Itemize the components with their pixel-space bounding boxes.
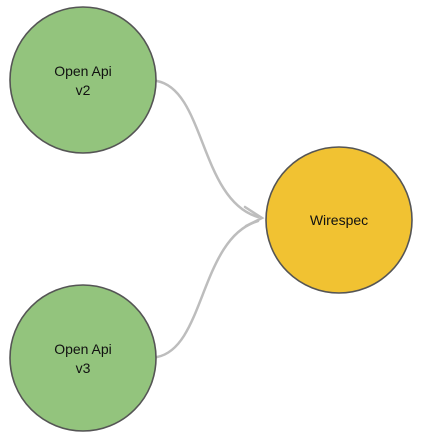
node-openapi-v2-circle — [9, 6, 157, 154]
edge-openapi-v3-to-wirespec — [155, 219, 260, 359]
node-wirespec-circle — [265, 146, 413, 294]
node-openapi-v3-label-line2: v3 — [76, 360, 91, 376]
node-openapi-v3[interactable]: Open Api v3 — [9, 284, 157, 432]
node-openapi-v2[interactable]: Open Api v2 — [9, 6, 157, 154]
node-openapi-v3-circle — [9, 284, 157, 432]
node-wirespec-label: Wirespec — [310, 212, 368, 228]
node-openapi-v2-label-line2: v2 — [76, 82, 91, 98]
node-openapi-v2-label-line1: Open Api — [54, 63, 112, 79]
arrowhead-v2 — [243, 205, 265, 228]
node-openapi-v3-label-line1: Open Api — [54, 341, 112, 357]
edge-openapi-v2-to-wirespec — [155, 79, 260, 219]
node-wirespec[interactable]: Wirespec — [265, 146, 413, 294]
